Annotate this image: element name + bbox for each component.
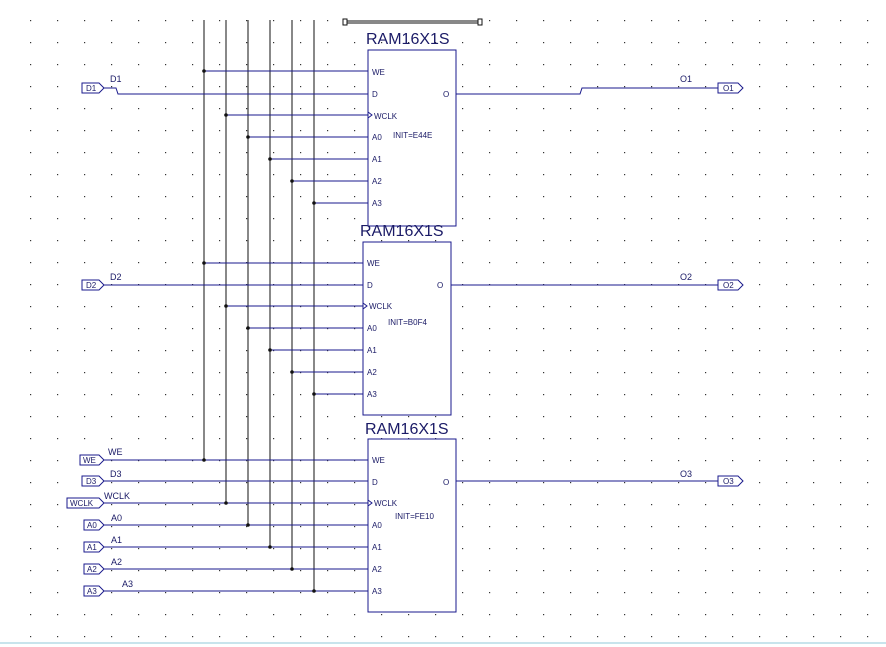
output-port-o1[interactable]: O1 O1 [680, 74, 744, 94]
output-port-o1-label: O1 [723, 84, 734, 93]
input-port-a2[interactable]: A2 A2 [83, 557, 122, 575]
ram-block-2-pin-o: O [437, 281, 443, 290]
net-label-a2: A2 [111, 557, 122, 567]
ram-block-2[interactable]: RAM16X1S WE D WCLK A0 A1 A2 A3 INIT=B0F4… [360, 223, 452, 416]
net-label-o2: O2 [680, 272, 692, 282]
ram-block-1-pin-a2: A2 [372, 177, 382, 186]
ram-block-3-clock-marker [367, 499, 373, 507]
net-label-wclk: WCLK [104, 491, 130, 501]
input-port-d2[interactable]: D2 D2 [81, 272, 122, 291]
ram-block-2-pin-we: WE [367, 259, 380, 268]
ram-block-3-pin-o: O [443, 478, 449, 487]
ram-block-1-pin-a0: A0 [372, 133, 382, 142]
ram-block-1[interactable]: RAM16X1S WE D WCLK A0 A1 A2 A3 INIT=E44E… [366, 31, 457, 227]
ram-block-1-clock-marker [367, 111, 373, 119]
input-port-a1-label: A1 [87, 543, 97, 552]
ram-block-3-init: INIT=FE10 [395, 512, 434, 521]
input-port-d1[interactable]: D1 D1 [81, 74, 122, 94]
ram-block-1-pin-d: D [372, 90, 378, 99]
wires-block-1 [104, 70, 718, 204]
input-port-d2-label: D2 [86, 281, 97, 290]
ram-block-3[interactable]: RAM16X1S WE D WCLK A0 A1 A2 A3 INIT=FE10… [365, 421, 457, 613]
ram-block-2-pin-a1: A1 [367, 346, 377, 355]
ram-block-1-body [367, 49, 457, 227]
ram-block-1-pin-a3: A3 [372, 199, 382, 208]
net-label-d3: D3 [110, 469, 122, 479]
output-port-o2-label: O2 [723, 281, 734, 290]
net-label-d1: D1 [110, 74, 122, 84]
output-port-o2[interactable]: O2 O2 [680, 272, 744, 291]
ram-block-1-pin-a1: A1 [372, 155, 382, 164]
ram-block-1-pin-we: WE [372, 68, 385, 77]
net-label-a1: A1 [111, 535, 122, 545]
ram-block-2-pin-d: D [367, 281, 373, 290]
wires-block-2 [104, 262, 718, 395]
ram-block-3-pin-wclk: WCLK [374, 499, 398, 508]
input-port-a2-label: A2 [87, 565, 97, 574]
ram-block-3-pin-a3: A3 [372, 587, 382, 596]
net-label-a0: A0 [111, 513, 122, 523]
ram-block-2-init: INIT=B0F4 [388, 318, 427, 327]
input-port-d3[interactable]: D3 D3 [81, 469, 122, 487]
ram-block-2-pin-a0: A0 [367, 324, 377, 333]
ram-block-3-pin-we: WE [372, 456, 385, 465]
input-port-a3[interactable]: A3 A3 [83, 579, 133, 597]
ram-block-2-pin-a3: A3 [367, 390, 377, 399]
input-port-a1[interactable]: A1 A1 [83, 535, 122, 553]
input-port-wclk[interactable]: WCLK WCLK [66, 491, 130, 509]
ram-block-3-pin-d: D [372, 478, 378, 487]
output-port-o3-label: O3 [723, 477, 734, 486]
input-port-a0[interactable]: A0 A0 [83, 513, 122, 531]
wires-block-3 [104, 459, 718, 592]
input-port-wclk-label: WCLK [70, 499, 94, 508]
ram-block-1-init: INIT=E44E [393, 131, 432, 140]
ram-block-3-body [367, 438, 457, 613]
output-port-o3[interactable]: O3 O3 [680, 469, 744, 487]
input-port-d1-label: D1 [86, 84, 97, 93]
net-label-we: WE [108, 447, 123, 457]
ram-block-1-title: RAM16X1S [366, 31, 450, 48]
ram-block-2-body [362, 241, 452, 416]
bus-bar-top [342, 18, 483, 26]
ram-block-1-pin-wclk: WCLK [374, 112, 398, 121]
ram-block-3-pin-a1: A1 [372, 543, 382, 552]
input-port-we[interactable]: WE WE [79, 447, 123, 466]
net-label-o3: O3 [680, 469, 692, 479]
net-label-a3: A3 [122, 579, 133, 589]
ram-block-2-clock-marker [362, 302, 368, 310]
ram-block-1-pin-o: O [443, 90, 449, 99]
net-label-d2: D2 [110, 272, 122, 282]
ram-block-3-title: RAM16X1S [365, 421, 449, 438]
input-port-d3-label: D3 [86, 477, 97, 486]
junction-dots [202, 69, 316, 593]
input-port-a0-label: A0 [87, 521, 97, 530]
ram-block-3-pin-a0: A0 [372, 521, 382, 530]
ram-block-2-title: RAM16X1S [360, 223, 444, 240]
ram-block-2-pin-wclk: WCLK [369, 302, 393, 311]
ram-block-2-pin-a2: A2 [367, 368, 377, 377]
input-port-we-label: WE [83, 456, 96, 465]
ram-block-3-pin-a2: A2 [372, 565, 382, 574]
input-port-a3-label: A3 [87, 587, 97, 596]
net-label-o1: O1 [680, 74, 692, 84]
